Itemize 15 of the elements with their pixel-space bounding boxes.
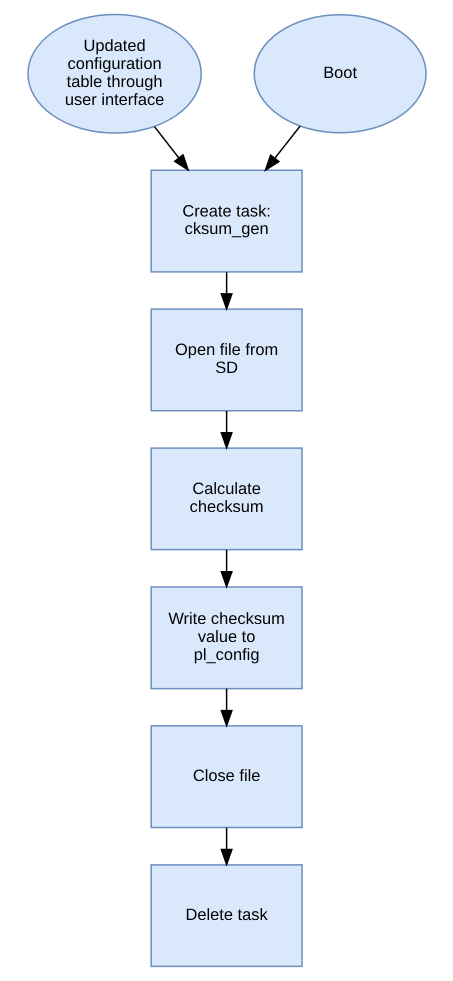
arrow [264, 126, 300, 172]
node-box: Open file from SD [150, 308, 302, 412]
arrow [220, 550, 232, 589]
arrow [220, 272, 232, 312]
arrow [153, 126, 189, 172]
node-box: Delete task [150, 864, 302, 968]
node-ellipse: Updated configuration table through user interface [26, 14, 202, 134]
node-box: Write checksum value to pl_config [150, 586, 302, 690]
node-box: Calculate checksum [150, 447, 302, 550]
node-box: Create task: cksum_gen [150, 170, 302, 273]
arrow [220, 688, 232, 728]
node-ellipse: Boot [253, 14, 426, 134]
node-box: Close file [150, 725, 302, 828]
arrow [220, 410, 232, 450]
arrow [220, 828, 232, 867]
